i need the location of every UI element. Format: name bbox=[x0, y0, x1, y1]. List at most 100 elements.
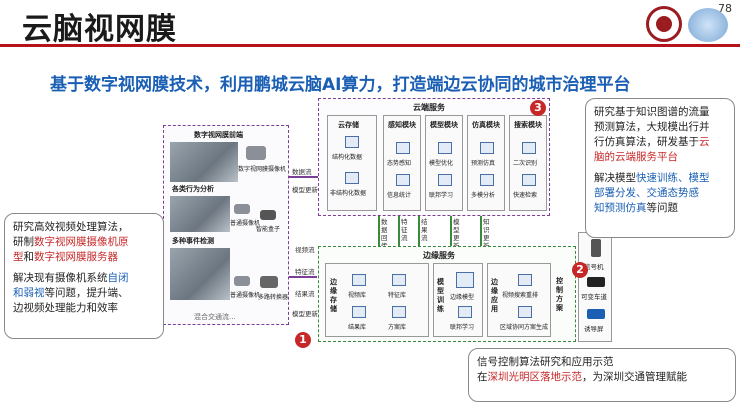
edge-storage-module: 边缘存储 视频库 特征库 结果库 方案库 bbox=[325, 263, 429, 337]
right-callout: 研究基于知识图谱的流量 预测算法，大规模出行并 行仿真算法，研发基于云 脑的云端… bbox=[585, 98, 735, 238]
plan-db-icon bbox=[392, 306, 406, 318]
page-title: 云脑视网膜 bbox=[22, 12, 177, 47]
edge-training-title: 模型训练 bbox=[437, 278, 444, 313]
edge-app-video-search: 视频搜索重排 bbox=[502, 292, 539, 299]
front-to-edge-arrow bbox=[289, 276, 317, 278]
fast-search-icon bbox=[522, 174, 536, 186]
model-module: 模型模块 模型优化 联邦学习 bbox=[425, 115, 463, 211]
bottom-callout-line2: 在深圳光明区落地示范，为深圳交通管理赋能 bbox=[477, 371, 687, 383]
edge-app-title: 边缘应用 bbox=[491, 278, 498, 313]
edge-store-video: 视频库 bbox=[348, 292, 367, 299]
situation-awareness-label: 态势感知 bbox=[387, 160, 412, 167]
ordinary-camera-icon bbox=[234, 204, 250, 214]
right-callout-line1: 研究基于知识图谱的流量 bbox=[594, 106, 710, 118]
model-module-title: 模型模块 bbox=[430, 121, 458, 129]
search-module-title: 搜索模块 bbox=[514, 121, 542, 129]
region-plan-icon bbox=[518, 306, 532, 318]
map-pin-icon bbox=[396, 142, 410, 154]
smart-box-label: 智能盒子 bbox=[256, 226, 281, 233]
link-result: 结果流 bbox=[421, 218, 428, 242]
prediction-sim-label: 预测仿真 bbox=[471, 160, 496, 167]
bar-chart-icon bbox=[396, 174, 410, 186]
multiplexer-label: 多路转换器 bbox=[258, 294, 289, 301]
cloud-storage-module: 云存储 结构化数据 非结构化数据 bbox=[327, 115, 377, 211]
sensing-module: 感知模块 态势感知 信息统计 bbox=[383, 115, 421, 211]
link-arrow-4 bbox=[450, 216, 452, 246]
edge-store-plan: 方案库 bbox=[388, 324, 407, 331]
edge-service-title: 边缘服务 bbox=[423, 251, 455, 260]
cloud-service-panel: 云端服务 云存储 结构化数据 非结构化数据 感知模块 态势感知 信息统计 模型模… bbox=[318, 98, 550, 216]
ordinary-camera-icon-2 bbox=[234, 276, 250, 286]
fast-retrieval-label: 快速检索 bbox=[513, 192, 538, 199]
edge-service-panel: 边缘服务 边缘存储 视频库 特征库 结果库 方案库 模型训练 边缘模型 联邦学习… bbox=[318, 246, 576, 342]
bottom-callout-line1: 信号控制算法研究和应用示范 bbox=[477, 356, 614, 368]
left-callout: 研究高效视频处理算法， 研制数字视网膜摄像机原 型和数字视网膜服务器 解决现有摄… bbox=[4, 213, 164, 339]
bottom-callout: 信号控制算法研究和应用示范 在深圳光明区落地示范，为深圳交通管理赋能 bbox=[468, 348, 736, 402]
edge-model-label: 边缘模型 bbox=[450, 294, 475, 301]
cloud-storage-title: 云存储 bbox=[338, 121, 359, 129]
variable-lane-label: 可变车道 bbox=[581, 293, 607, 301]
front-end-panel: 数字视网膜前端 数字视网膜摄像机 各类行为分析 普通摄像机 智能盒子 多种事件检… bbox=[163, 125, 289, 325]
unstructured-data-label: 非结构化数据 bbox=[330, 190, 367, 197]
feature-db-icon bbox=[392, 274, 406, 286]
database-icon bbox=[345, 136, 359, 148]
edge-storage-title: 边缘存储 bbox=[330, 278, 337, 313]
signal-machine-label: 信号机 bbox=[584, 263, 604, 271]
retina-camera-label: 数字视网膜摄像机 bbox=[238, 166, 287, 173]
title-underline bbox=[0, 44, 740, 47]
edge-store-result: 结果库 bbox=[348, 324, 367, 331]
stream-data: 数据流 bbox=[292, 168, 312, 176]
stream-model-update-2: 模型更新 bbox=[292, 310, 318, 318]
gear-icon bbox=[438, 142, 452, 154]
left-callout-line1: 研究高效视频处理算法， bbox=[13, 221, 129, 233]
left-callout-line2: 研制数字视网膜摄像机原 bbox=[13, 236, 129, 248]
scene-event-label: 多种事件检测 bbox=[172, 237, 214, 245]
monitor-icon bbox=[480, 142, 494, 154]
front-to-cloud-arrow bbox=[289, 176, 321, 178]
left-callout-line4: 解决现有摄像机系统自闭 bbox=[13, 272, 129, 284]
second-recognition-label: 二次识别 bbox=[513, 160, 538, 167]
edge-app-region-plan: 区域协同方案生成 bbox=[500, 324, 549, 331]
structured-data-label: 结构化数据 bbox=[332, 154, 363, 161]
left-callout-line6: 边视频处理能力和效率 bbox=[13, 302, 118, 314]
federated-icon bbox=[458, 306, 472, 318]
lab-logo bbox=[688, 8, 728, 42]
simulation-module: 仿真模块 预测仿真 多模分析 bbox=[467, 115, 505, 211]
stream-feature: 特征流 bbox=[295, 268, 315, 276]
link-feature: 特征流 bbox=[401, 218, 408, 242]
federated-learning-label: 联邦学习 bbox=[429, 192, 454, 199]
link-arrow-5 bbox=[480, 216, 482, 246]
stream-result: 结果流 bbox=[295, 290, 315, 298]
edge-federated-label: 联邦学习 bbox=[450, 324, 475, 331]
link-arrow-1 bbox=[378, 216, 380, 246]
street-photo-2 bbox=[170, 196, 230, 232]
search-icon bbox=[522, 142, 536, 154]
multimode-analysis-label: 多模分析 bbox=[471, 192, 496, 199]
signal-devices-panel: 信号机 可变车道 诱导屏 bbox=[578, 232, 612, 342]
ordinary-camera-label: 普通摄像机 bbox=[230, 220, 261, 227]
link-arrow-3 bbox=[418, 216, 420, 246]
stream-video: 视频流 bbox=[295, 246, 315, 254]
right-callout-line2: 预测算法，大规模出行并 bbox=[594, 121, 710, 133]
subtitle: 基于数字视网膜技术，利用鹏城云脑AI算力，打造端边云协同的城市治理平台 bbox=[50, 70, 630, 95]
marker-2: 2 bbox=[572, 262, 588, 278]
traffic-light-icon bbox=[591, 239, 601, 257]
edge-training-module: 模型训练 边缘模型 联邦学习 bbox=[433, 263, 483, 337]
stream-model-update: 模型更新 bbox=[292, 186, 318, 194]
model-optimize-label: 模型优化 bbox=[429, 160, 454, 167]
multiplexer-icon bbox=[260, 276, 278, 288]
university-logo bbox=[646, 6, 682, 42]
smart-box-icon bbox=[260, 210, 276, 220]
guide-screen-icon bbox=[587, 309, 605, 319]
left-callout-line3: 型和数字视网膜服务器 bbox=[13, 251, 118, 263]
front-end-title: 数字视网膜前端 bbox=[194, 131, 243, 139]
result-db-icon bbox=[352, 306, 366, 318]
right-callout-line4: 脑的云端服务平台 bbox=[594, 151, 678, 163]
scene-behavior-label: 各类行为分析 bbox=[172, 185, 214, 193]
video-db-icon bbox=[352, 274, 366, 286]
edge-store-feature: 特征库 bbox=[388, 292, 407, 299]
street-photo-1 bbox=[170, 142, 238, 182]
control-plan-label: 控制方案 bbox=[556, 277, 563, 312]
database-icon-2 bbox=[345, 172, 359, 184]
left-callout-line5: 和弱视等问题，提升端、 bbox=[13, 287, 129, 299]
